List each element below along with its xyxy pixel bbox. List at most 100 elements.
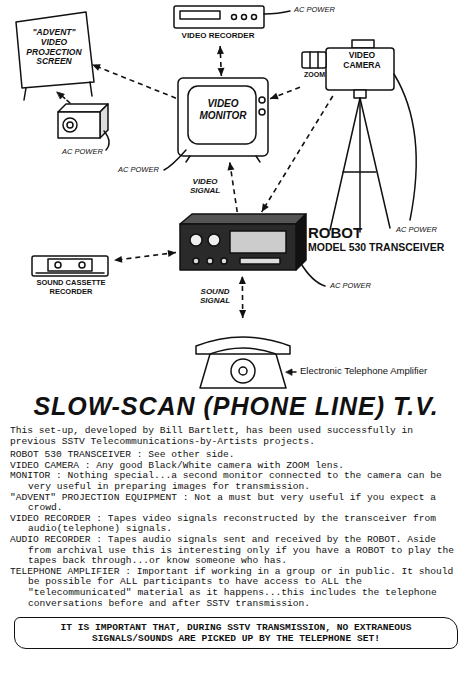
equipment-note: AUDIO RECORDER : Tapes audio signals sen… — [10, 535, 462, 567]
connector-line — [262, 96, 333, 212]
arrow-head — [218, 68, 225, 76]
cassette-reel — [79, 262, 85, 268]
telephone-handset — [196, 337, 290, 354]
video-recorder-body — [174, 6, 264, 28]
tripod-leg — [330, 98, 360, 230]
signal-connector — [227, 162, 237, 212]
projection-screen-outline — [16, 12, 94, 88]
recorder-button — [232, 15, 237, 20]
arrow-head — [262, 203, 269, 212]
warning-caption: IT IS IMPORTANT THAT, DURING SSTV TRANSM… — [14, 617, 458, 649]
brand-name: ROBOT — [308, 224, 462, 241]
arrow-head — [227, 162, 234, 170]
connector-line — [92, 65, 176, 99]
arrow-head — [286, 369, 292, 375]
monitor-knob — [259, 97, 265, 103]
lens-label: ZOOM — [304, 71, 392, 79]
arrow-head — [92, 64, 101, 70]
signal-label: VIDEO SIGNAL — [184, 177, 226, 197]
transceiver: ROBOTMODEL 530 TRANSCEIVER — [176, 212, 466, 276]
monitor-case — [178, 78, 268, 156]
tripod-brace — [343, 171, 376, 173]
device-label: VIDEO CAMERA — [332, 51, 392, 71]
signal-connector — [114, 250, 176, 263]
lens-ring — [317, 52, 319, 68]
connector-line — [114, 252, 176, 260]
telephone-dial-center — [239, 367, 247, 375]
transceiver-dial — [208, 234, 220, 246]
transceiver-front — [180, 224, 296, 270]
camera-viewfinder — [352, 40, 374, 48]
video-recorder: VIDEO RECORDER — [168, 4, 268, 46]
cassette-reel — [55, 262, 61, 268]
cassette-recorder: SOUND CASSETTE RECORDER — [28, 252, 114, 298]
equipment-note: "ADVENT" PROJECTION EQUIPMENT : Not a mu… — [10, 493, 462, 514]
equipment-note: MONITOR : Nothing special...a second mon… — [10, 471, 462, 492]
projector-body — [58, 112, 100, 138]
lens-ring — [309, 52, 311, 68]
power-label: AC POWER — [118, 166, 159, 175]
tripod-head — [354, 90, 366, 98]
projector-side — [100, 104, 108, 138]
equipment-note: VIDEO RECORDER : Tapes video signals rec… — [10, 514, 462, 535]
screen-leg — [24, 88, 26, 100]
arrow-head — [217, 46, 224, 54]
projector-lens — [67, 122, 73, 128]
signal-connector — [239, 276, 246, 318]
screen-label: "ADVENT" VIDEO PROJECTION SCREEN — [26, 28, 82, 67]
arrow-head — [57, 92, 64, 99]
tripod-leg — [360, 98, 390, 228]
power-label: AC POWER — [294, 6, 335, 15]
power-cord — [300, 262, 325, 286]
transceiver-dial — [190, 234, 202, 246]
recorder-button — [252, 15, 257, 20]
video-monitor: VIDEO MONITOR — [176, 76, 270, 162]
power-cord — [164, 150, 186, 170]
arrow-head — [168, 250, 176, 257]
signal-connector — [217, 46, 225, 76]
signal-connector — [262, 96, 333, 212]
recorder-button — [242, 15, 247, 20]
power-cord — [104, 131, 109, 150]
telephone-base — [200, 354, 286, 388]
equipment-note: VIDEO CAMERA : Any good Black/White came… — [10, 461, 462, 472]
arrow-head — [239, 276, 246, 284]
arrow-head — [270, 93, 279, 100]
device-label: VIDEO RECORDER — [172, 31, 264, 40]
transceiver-switch — [240, 258, 280, 264]
projection-screen: "ADVENT" VIDEO PROJECTION SCREEN — [14, 14, 92, 84]
camera-body — [326, 48, 394, 90]
zoom-lens — [302, 52, 326, 68]
transceiver-side — [296, 214, 306, 270]
power-label: AC POWER — [62, 148, 103, 157]
transceiver-knob — [193, 258, 199, 264]
power-cord — [264, 11, 290, 14]
cassette-keys — [36, 272, 104, 274]
video-camera: VIDEO CAMERAZOOM — [300, 42, 396, 96]
transceiver-top — [180, 214, 306, 224]
power-label: AC POWER — [330, 282, 371, 291]
model-name: MODEL 530 TRANSCEIVER — [308, 241, 462, 253]
power-cord — [394, 74, 416, 220]
arrow-head — [239, 310, 246, 318]
monitor-knob — [259, 109, 265, 115]
device-label: SOUND CASSETTE RECORDER — [30, 279, 112, 296]
power-label: AC POWER — [396, 226, 437, 235]
tripod-leg — [359, 98, 361, 232]
tape-slot — [180, 11, 220, 19]
intro-note: This set-up, developed by Bill Bartlett,… — [10, 426, 462, 447]
cassette-body — [32, 256, 108, 276]
equipment-note: TELEPHONE AMPLIFIER : Important if worki… — [10, 567, 462, 609]
arrow-head — [114, 256, 122, 263]
device-label: VIDEO MONITOR — [190, 98, 256, 121]
notes-block: This set-up, developed by Bill Bartlett,… — [10, 426, 462, 609]
transceiver-screen — [230, 231, 286, 253]
projector-lens — [63, 118, 77, 132]
monitor-foot — [256, 156, 260, 162]
connector-line — [270, 87, 300, 99]
transceiver-knob — [207, 258, 213, 264]
telephone-dial — [231, 359, 255, 383]
device-label: Electronic Telephone Amplifier — [300, 366, 462, 377]
signal-connector — [92, 64, 176, 98]
